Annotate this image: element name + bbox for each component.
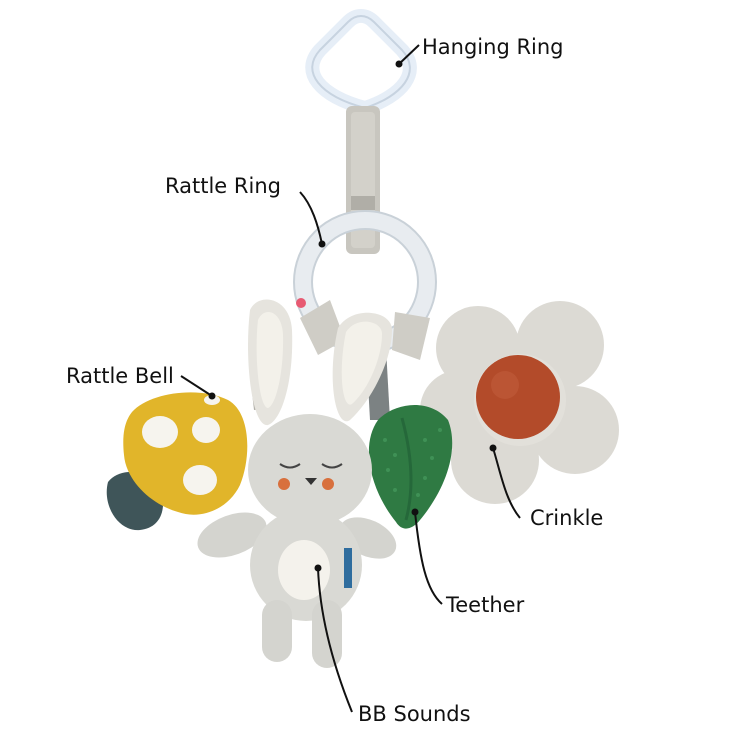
hanging-ring	[305, 9, 417, 116]
label-crinkle: Crinkle	[530, 506, 604, 530]
callout-dots	[208, 60, 497, 572]
callout-hanging-ring	[398, 44, 420, 65]
label-teether: Teether	[446, 593, 525, 617]
bunny-plush	[197, 299, 397, 668]
teether-leaf	[368, 404, 453, 529]
mushroom-rattle-bell	[106, 392, 248, 531]
label-bb-sounds: BB Sounds	[358, 702, 471, 726]
callout-crinkle	[492, 447, 521, 519]
label-rattle-ring: Rattle Ring	[165, 174, 281, 198]
label-hanging-ring: Hanging Ring	[422, 35, 564, 59]
callout-rattle-ring	[299, 191, 323, 245]
flower-crinkle	[420, 301, 619, 504]
callout-bb-sounds	[317, 567, 353, 713]
callout-teether	[414, 511, 443, 605]
callout-lines	[180, 44, 521, 713]
label-rattle-bell: Rattle Bell	[66, 364, 174, 388]
callout-rattle-bell	[180, 375, 213, 397]
